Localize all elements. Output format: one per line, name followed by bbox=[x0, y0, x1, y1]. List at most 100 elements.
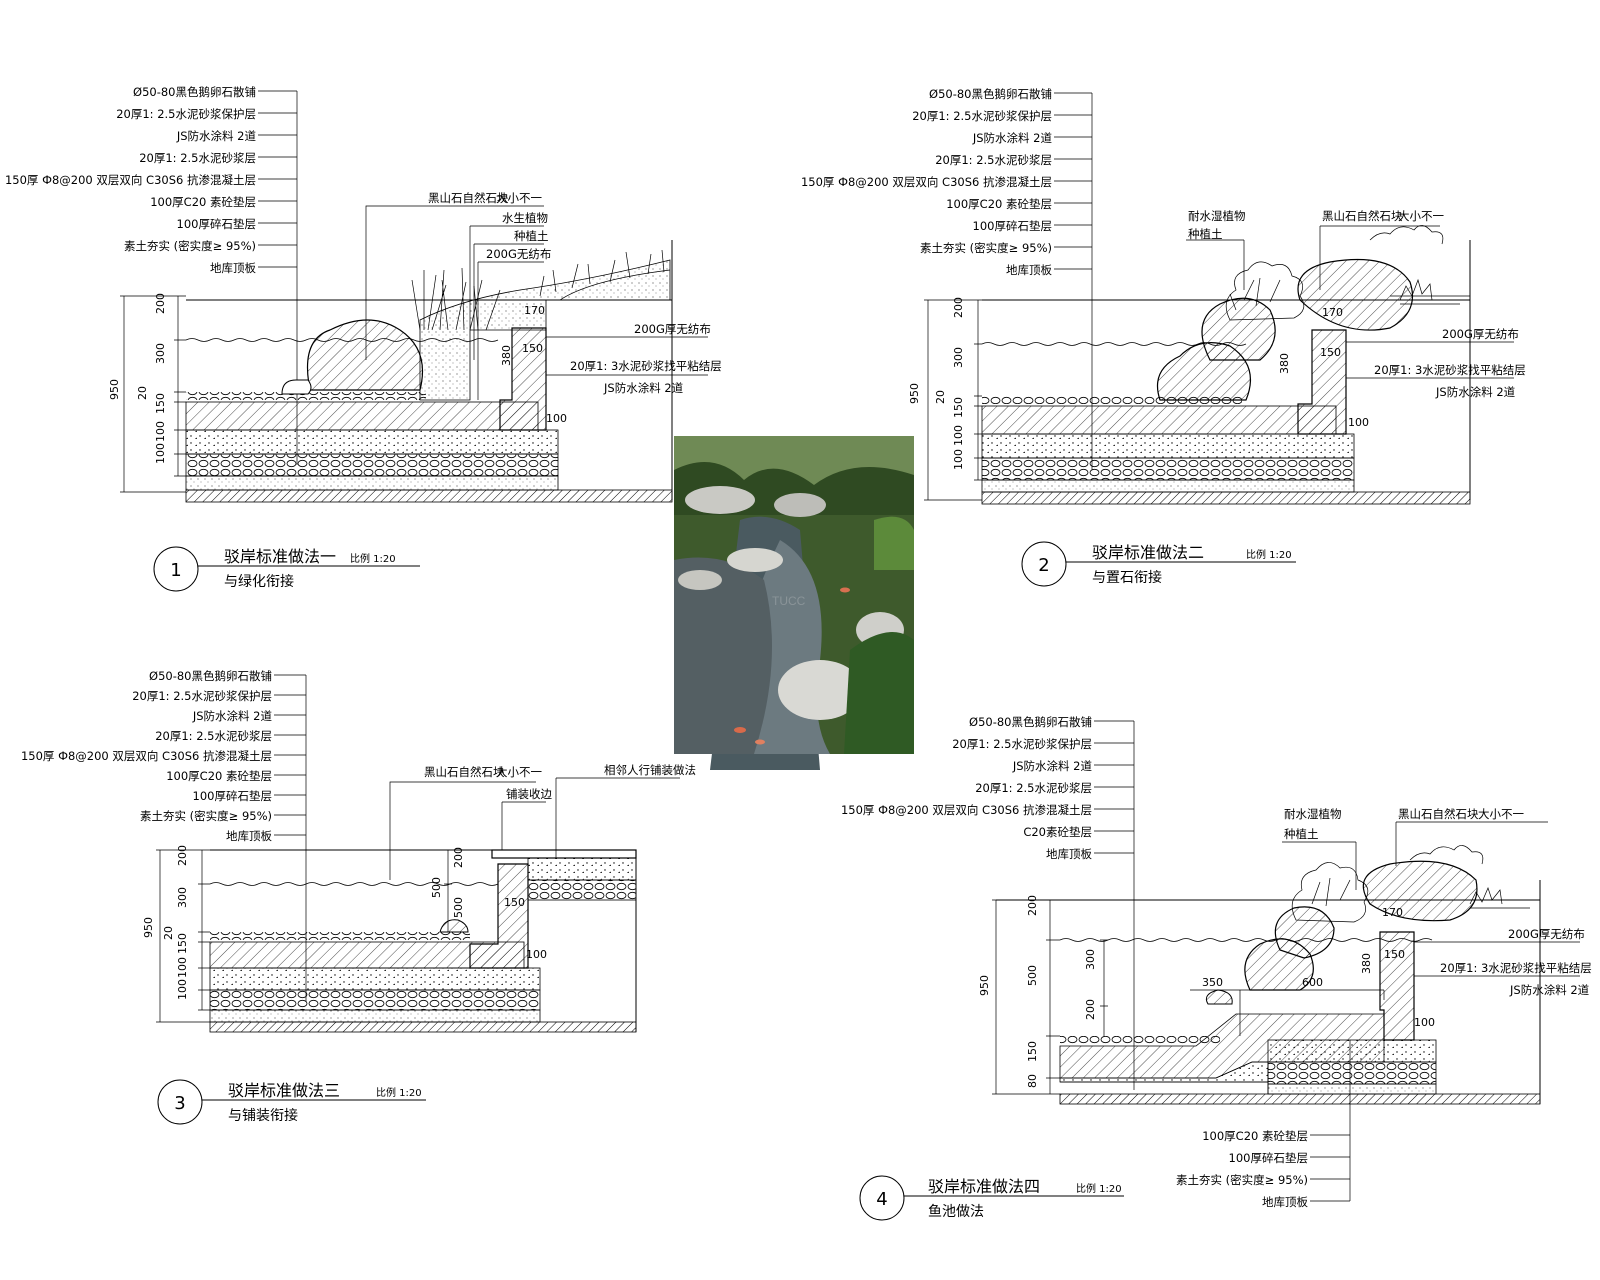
section-4: Ø50-80黑色鹅卵石散铺 20厚1: 2.5水泥砂浆保护层 JS防水涂料 2道… bbox=[841, 715, 1592, 1221]
layer-label: 素土夯实 (密实度≥ 95%) bbox=[920, 241, 1052, 255]
layer-label: Ø50-80黑色鹅卵石散铺 bbox=[133, 85, 256, 99]
layer-label: 素土夯实 (密实度≥ 95%) bbox=[124, 239, 256, 253]
dimension: 950 bbox=[142, 917, 155, 938]
dimension: 950 bbox=[978, 975, 991, 996]
callout-label: 耐水湿植物 bbox=[1284, 807, 1342, 821]
layer-label: 素土夯实 (密实度≥ 95%) bbox=[1176, 1173, 1308, 1187]
layer-label: 地库顶板 bbox=[1006, 263, 1052, 277]
layer-label: 地库顶板 bbox=[226, 829, 272, 843]
dimension: 300 bbox=[952, 347, 965, 368]
dimension: 200 bbox=[952, 297, 965, 318]
layer-label: 150厚 Ф8@200 双层双向 C30S6 抗渗混凝土层 bbox=[841, 803, 1092, 817]
dimension: 150 bbox=[1384, 948, 1405, 961]
section-number-circle bbox=[1021, 541, 1067, 587]
dimension: 100 bbox=[952, 449, 965, 470]
dimension: 200 bbox=[176, 845, 189, 866]
section-title: 驳岸标准做法二 bbox=[1092, 543, 1204, 562]
callout-label: 黑山石自然石块 bbox=[428, 191, 509, 205]
dimension: 300 bbox=[154, 343, 167, 364]
section-number: 1 bbox=[170, 560, 181, 581]
callout-label: 种植土 bbox=[1284, 827, 1319, 841]
layer-label: 20厚1: 2.5水泥砂浆层 bbox=[139, 151, 256, 165]
layer-label: 100厚碎石垫层 bbox=[1229, 1151, 1308, 1165]
dimension: 170 bbox=[1322, 306, 1343, 319]
dimension: 500 bbox=[430, 877, 443, 898]
callout-label: 200G厚无纺布 bbox=[1442, 327, 1519, 341]
shrub bbox=[1225, 225, 1470, 321]
callout-label: 大小不一 bbox=[496, 765, 542, 779]
callout-label: 黑山石自然石块 bbox=[424, 765, 505, 779]
shrub bbox=[1291, 845, 1540, 923]
dimension: 300 bbox=[1084, 949, 1097, 970]
section-2-layer-labels: Ø50-80黑色鹅卵石散铺 20厚1: 2.5水泥砂浆保护层 JS防水涂料 2道… bbox=[801, 87, 1053, 277]
callout-label: 200G无纺布 bbox=[486, 247, 551, 261]
dimension: 100 bbox=[176, 979, 189, 1000]
section-title: 驳岸标准做法一 bbox=[224, 547, 336, 566]
dimension: 20 bbox=[162, 926, 175, 940]
layer-label: 素土夯实 (密实度≥ 95%) bbox=[140, 809, 272, 823]
section-1-layer-labels: Ø50-80黑色鹅卵石散铺 20厚1: 2.5水泥砂浆保护层 JS防水涂料 2道… bbox=[5, 85, 257, 275]
callout-label: 大小不一 bbox=[1398, 209, 1444, 223]
layer-label: 20厚1: 2.5水泥砂浆保护层 bbox=[116, 107, 256, 121]
callout-label: 种植土 bbox=[1188, 227, 1223, 241]
section-subtitle: 鱼池做法 bbox=[928, 1203, 984, 1220]
layer-label: 100厚C20 素砼垫层 bbox=[946, 197, 1052, 211]
pond-photo: TUCC bbox=[674, 436, 914, 770]
dimension: 500 bbox=[1026, 965, 1039, 986]
dimension: 100 bbox=[546, 412, 567, 425]
dimension: 150 bbox=[522, 342, 543, 355]
layer-label: 地库顶板 bbox=[1262, 1195, 1308, 1209]
layer-label: 地库顶板 bbox=[1046, 847, 1092, 861]
dimension: 150 bbox=[176, 933, 189, 954]
layer-label: 100厚C20 素砼垫层 bbox=[150, 195, 256, 209]
callout-label: JS防水涂料 2道 bbox=[1435, 385, 1516, 399]
layer-label: Ø50-80黑色鹅卵石散铺 bbox=[969, 715, 1092, 729]
dimension: 200 bbox=[1084, 999, 1097, 1020]
layer-label: JS防水涂料 2道 bbox=[176, 129, 257, 143]
dimension: 150 bbox=[154, 393, 167, 414]
aquatic-plant bbox=[411, 249, 665, 331]
callout-label: JS防水涂料 2道 bbox=[603, 381, 684, 395]
section-number-circle bbox=[859, 1175, 905, 1221]
layer-label: 150厚 Ф8@200 双层双向 C30S6 抗渗混凝土层 bbox=[801, 175, 1052, 189]
callout-label: 20厚1: 3水泥砂浆找平粘结层 bbox=[1440, 961, 1592, 975]
layer-label: JS防水涂料 2道 bbox=[192, 709, 273, 723]
layer-label: 20厚1: 2.5水泥砂浆层 bbox=[155, 729, 272, 743]
callout-label: 大小不一 bbox=[496, 191, 542, 205]
dimension: 380 bbox=[500, 345, 513, 366]
dimension: 170 bbox=[1382, 906, 1403, 919]
dimension: 100 bbox=[176, 957, 189, 978]
section-subtitle: 与绿化衔接 bbox=[224, 573, 294, 590]
dimension: 100 bbox=[952, 425, 965, 446]
layer-label: 20厚1: 2.5水泥砂浆层 bbox=[935, 153, 1052, 167]
layer-label: 20厚1: 2.5水泥砂浆保护层 bbox=[132, 689, 272, 703]
layer-label: Ø50-80黑色鹅卵石散铺 bbox=[149, 669, 272, 683]
section-scale: 比例 1:20 bbox=[376, 1086, 422, 1099]
dimension: 150 bbox=[1320, 346, 1341, 359]
dimension: 200 bbox=[1026, 895, 1039, 916]
dimension: 200 bbox=[452, 847, 465, 868]
layer-label: 100厚C20 素砼垫层 bbox=[1202, 1129, 1308, 1143]
callout-label: 铺装收边 bbox=[506, 787, 552, 801]
layer-label: 150厚 Ф8@200 双层双向 C30S6 抗渗混凝土层 bbox=[21, 749, 272, 763]
section-title: 驳岸标准做法三 bbox=[228, 1081, 340, 1100]
dimension: 150 bbox=[1026, 1041, 1039, 1062]
dimension: 950 bbox=[908, 383, 921, 404]
section-number-circle bbox=[153, 546, 199, 592]
dimension: 20 bbox=[934, 390, 947, 404]
section-number-circle bbox=[157, 1079, 203, 1125]
dimension: 100 bbox=[526, 948, 547, 961]
callout-label: 种植土 bbox=[514, 229, 549, 243]
photo-watermark: TUCC bbox=[772, 594, 806, 608]
dimension: 380 bbox=[1278, 353, 1291, 374]
dimension: 80 bbox=[1026, 1074, 1039, 1088]
layer-label: 地库顶板 bbox=[210, 261, 256, 275]
callout-label: JS防水涂料 2道 bbox=[1509, 983, 1590, 997]
dimension: 150 bbox=[504, 896, 525, 909]
section-scale: 比例 1:20 bbox=[1076, 1182, 1122, 1195]
layer-label: JS防水涂料 2道 bbox=[972, 131, 1053, 145]
callout-label: 200G厚无纺布 bbox=[634, 322, 711, 336]
dimension: 500 bbox=[452, 897, 465, 918]
section-1: Ø50-80黑色鹅卵石散铺 20厚1: 2.5水泥砂浆保护层 JS防水涂料 2道… bbox=[5, 85, 722, 592]
